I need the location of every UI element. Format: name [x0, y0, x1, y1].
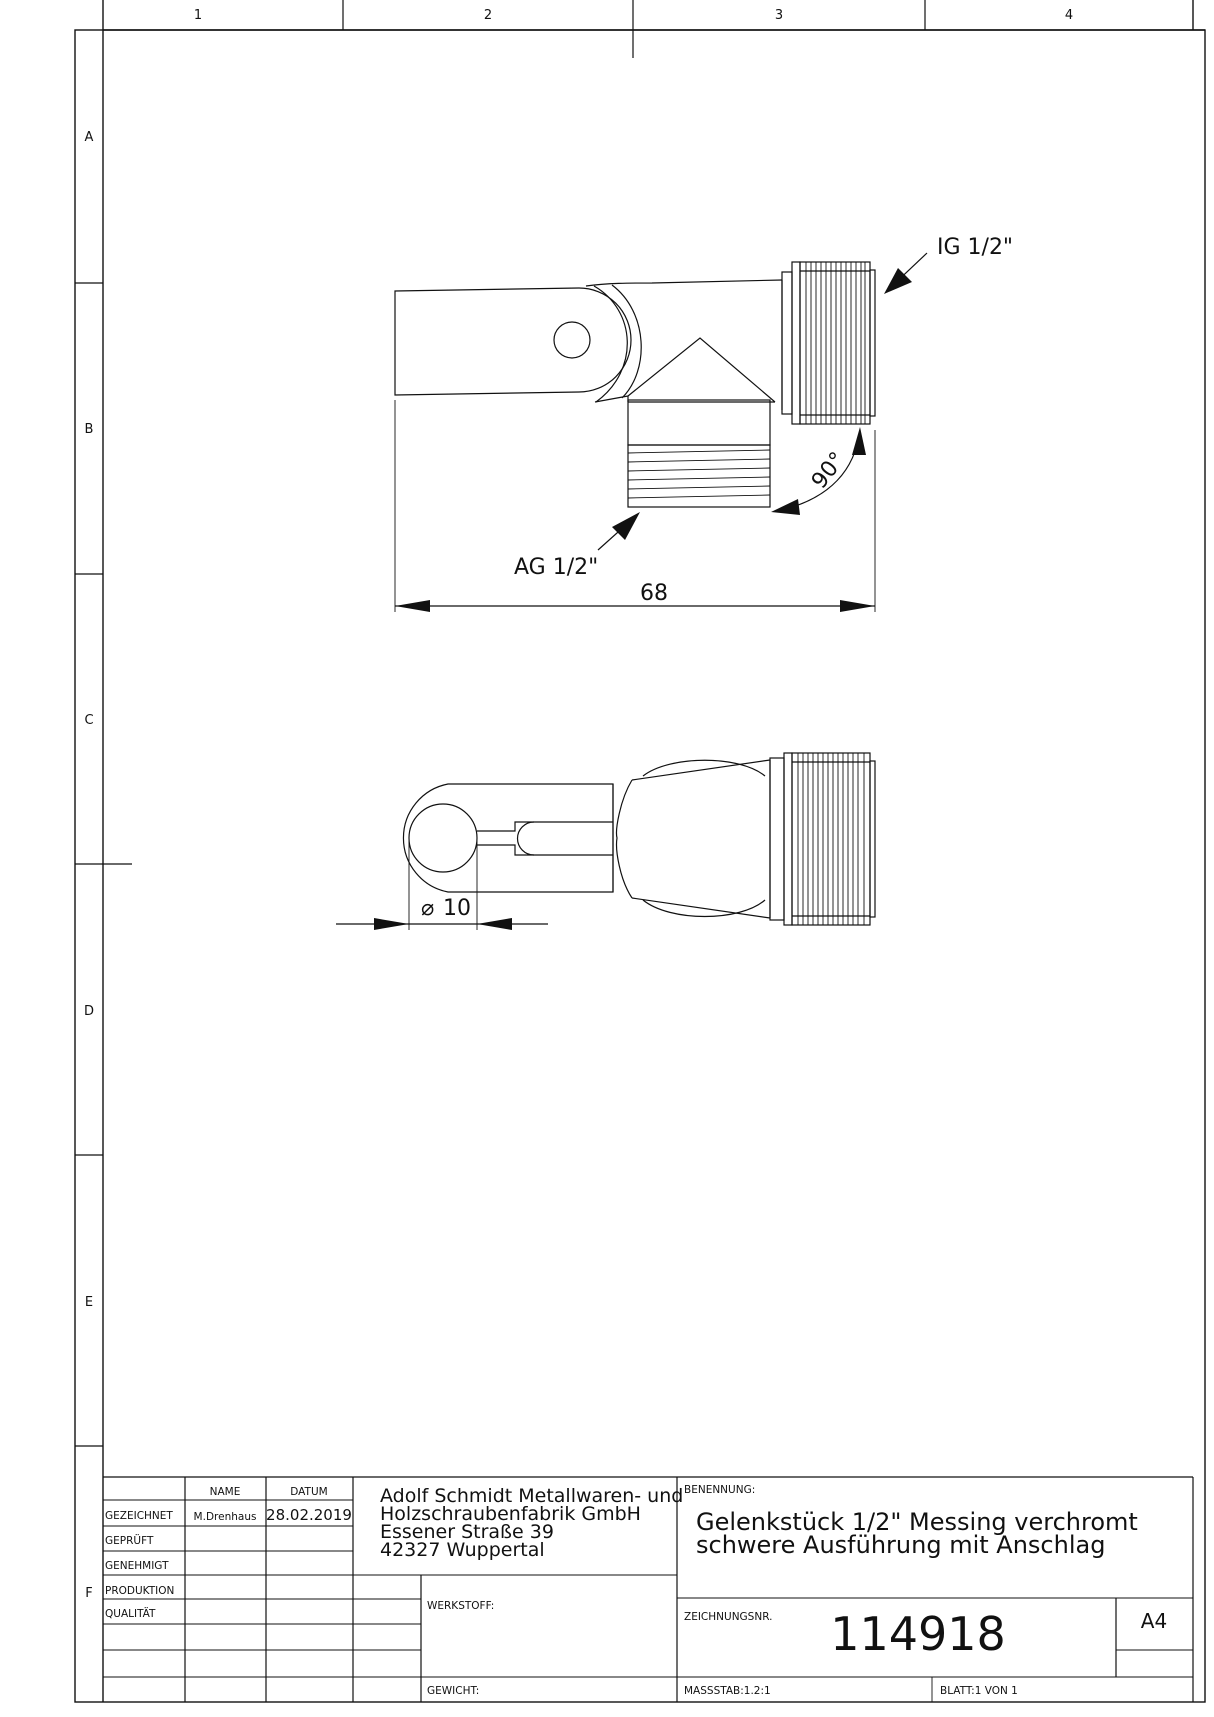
row-label-produktion: PRODUKTION: [105, 1585, 174, 1597]
benennung-label: BENENNUNG:: [684, 1484, 755, 1496]
zone-row-b: B: [85, 422, 94, 437]
zone-row-f: F: [85, 1586, 92, 1601]
diameter-symbol: ⌀: [421, 896, 434, 921]
zone-row-d: D: [84, 1004, 94, 1019]
row-label-gezeichnet: GEZEICHNET: [105, 1510, 173, 1522]
knurled-nut-top: [791, 752, 871, 926]
diameter-label: 10: [443, 896, 471, 921]
title-block: NAME DATUM GEZEICHNET M.Drenhaus 28.02.2…: [103, 1476, 1194, 1702]
row-date-gezeichnet: 28.02.2019: [266, 1506, 352, 1524]
outer-thread-callout: AG 1/2": [514, 512, 640, 580]
inner-thread-callout: IG 1/2": [884, 235, 1013, 294]
zone-col-3: 3: [775, 8, 783, 23]
zone-row-a: A: [85, 130, 94, 145]
knurled-nut: [799, 261, 871, 425]
side-view: IG 1/2" 90° AG 1/2" 68: [394, 235, 1013, 612]
zone-col-1: 1: [194, 8, 202, 23]
werkstoff-label: WERKSTOFF:: [427, 1600, 494, 1612]
angle-callout: 90°: [771, 427, 866, 515]
gewicht-label: GEWICHT:: [427, 1685, 479, 1697]
header-name: NAME: [210, 1486, 241, 1498]
zone-column-labels: 1 2 3 4: [194, 8, 1073, 23]
row-label-geprueft: GEPRÜFT: [105, 1534, 154, 1547]
company-line-2: Holzschraubenfabrik GmbH: [380, 1503, 641, 1525]
row-label-genehmigt: GENEHMIGT: [105, 1560, 169, 1572]
sheet-format: A4: [1141, 1609, 1167, 1633]
pivot-hole: [553, 321, 591, 359]
scale-label: MASSSTAB:1.2:1: [684, 1685, 771, 1697]
row-label-qualitaet: QUALITÄT: [105, 1607, 156, 1620]
inner-thread-label: IG 1/2": [937, 235, 1013, 260]
diameter-dimension: ⌀ 10: [336, 838, 548, 930]
zeichnungsnr-label: ZEICHNUNGSNR.: [684, 1611, 772, 1623]
zone-row-c: C: [84, 713, 93, 728]
zone-col-2: 2: [484, 8, 492, 23]
title-line-1: Gelenkstück 1/2" Messing verchromt: [696, 1508, 1138, 1536]
outer-thread-label: AG 1/2": [514, 555, 598, 580]
top-view: ⌀ 10: [336, 752, 876, 930]
title-line-2: schwere Ausführung mit Anschlag: [696, 1531, 1105, 1559]
header-date: DATUM: [290, 1486, 327, 1498]
zone-col-4: 4: [1065, 8, 1073, 23]
row-name-gezeichnet: M.Drenhaus: [194, 1511, 257, 1523]
company-line-1: Adolf Schmidt Metallwaren- und: [380, 1485, 683, 1507]
length-dimension: 68: [394, 400, 876, 612]
outer-thread: [627, 444, 771, 508]
length-label: 68: [640, 581, 668, 606]
sheet-count-label: BLATT:1 VON 1: [940, 1685, 1018, 1697]
zone-row-labels: A B C D E F: [84, 130, 94, 1601]
bore-hole: [408, 803, 478, 873]
company-line-4: 42327 Wuppertal: [380, 1539, 545, 1561]
company-line-3: Essener Straße 39: [380, 1521, 554, 1543]
drawing-frame: [74, 0, 1206, 1703]
angle-label: 90°: [807, 448, 851, 494]
zone-row-e: E: [85, 1295, 93, 1310]
drawing-number: 114918: [830, 1607, 1006, 1661]
